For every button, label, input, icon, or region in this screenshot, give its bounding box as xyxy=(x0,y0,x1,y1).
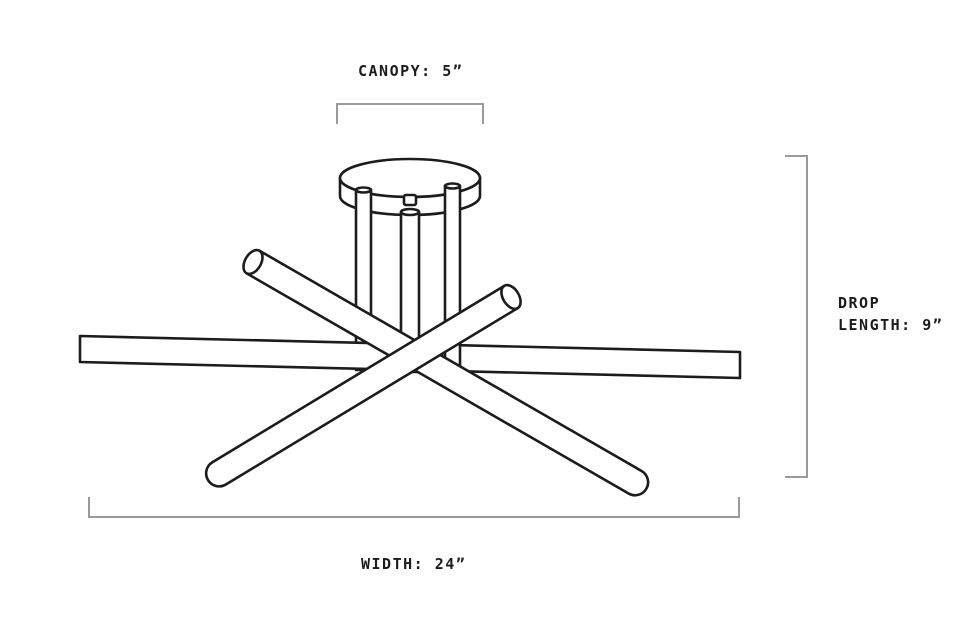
drop-label-line-2: LENGTH: 9” xyxy=(838,316,944,334)
light-fixture xyxy=(78,157,742,497)
drop-dimension-bracket xyxy=(785,155,808,478)
center-stem xyxy=(399,193,421,374)
width-dimension-bracket xyxy=(88,497,740,518)
drop-label-line-1: DROP xyxy=(838,294,881,312)
diagonal-light-bar-a xyxy=(242,248,650,497)
diagonal-light-bar-b xyxy=(204,283,522,488)
dimension-brackets xyxy=(88,103,808,518)
canopy-dimension-bracket xyxy=(336,103,484,124)
width-dimension-label: WIDTH: 24” xyxy=(361,555,467,573)
canopy-dimension-label: CANOPY: 5” xyxy=(358,62,464,80)
drop-length-dimension-label: DROP LENGTH: 9” xyxy=(838,292,943,336)
